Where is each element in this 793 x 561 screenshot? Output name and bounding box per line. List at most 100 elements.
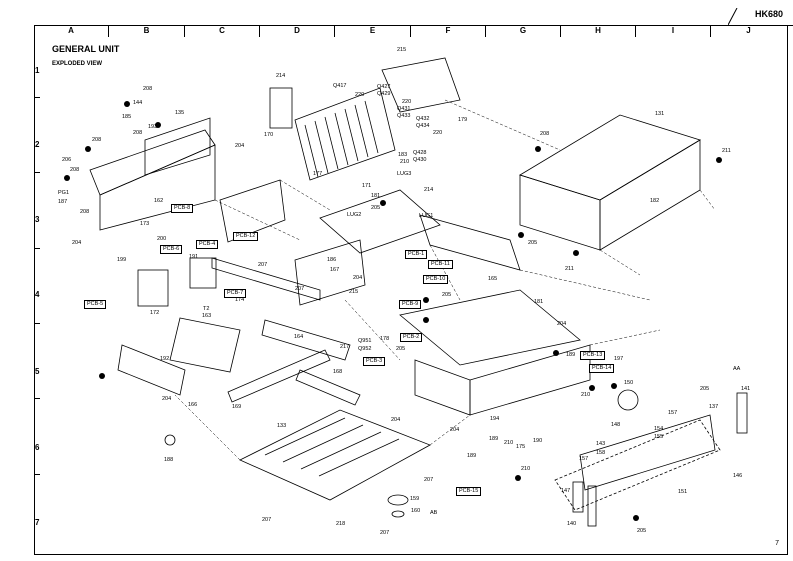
part-label: 205 — [442, 292, 452, 298]
part-label: Q428 — [413, 150, 427, 156]
part-label: 214 — [276, 73, 286, 79]
part-label: 166 — [188, 402, 198, 408]
row-divider-tick — [34, 248, 40, 249]
part-label: 205 — [637, 528, 647, 534]
rail-164 — [261, 319, 351, 361]
part-label: 179 — [458, 117, 468, 123]
part-label: 177 — [313, 171, 323, 177]
part-label: 175 — [516, 444, 526, 450]
pcb-label: PCB-9 — [399, 300, 422, 309]
part-label: 181 — [534, 299, 544, 305]
part-label: 204 — [353, 275, 363, 281]
part-label: 140 — [567, 521, 577, 527]
grid-row-label: 7 — [35, 518, 40, 527]
reference-marker — [99, 373, 105, 379]
part-label: 141 — [741, 386, 751, 392]
bottom-plate-shape — [239, 409, 431, 501]
part-label: 185 — [122, 114, 132, 120]
part-label: Q952 — [358, 346, 372, 352]
part-label: 205 — [528, 240, 538, 246]
part-label: 210 — [400, 159, 410, 165]
part-label: 150 — [624, 380, 634, 386]
reference-marker — [573, 250, 579, 256]
part-label: 170 — [264, 132, 274, 138]
grid-column-label: G — [486, 25, 561, 37]
grid-column-label: J — [746, 26, 751, 35]
pcb-label: PCB-12 — [233, 232, 259, 241]
part-label: 204 — [557, 321, 567, 327]
part-label: 147 — [561, 488, 571, 494]
part-label: 148 — [611, 422, 621, 428]
part-label: Q430 — [413, 157, 427, 163]
pcb-label: PCB-15 — [456, 487, 482, 496]
heat-sink-shape — [294, 87, 396, 181]
part-label: 200 — [157, 236, 167, 242]
foot-159-shape — [387, 494, 409, 506]
part-label: 131 — [655, 111, 665, 117]
part-label: 220 — [355, 92, 365, 98]
part-label: 164 — [294, 334, 304, 340]
part-label: 157 — [668, 410, 678, 416]
part-label: 167 — [330, 267, 340, 273]
part-label: Q951 — [358, 338, 372, 344]
pcb-label: PCB-7 — [224, 289, 247, 298]
part-label: 207 — [258, 262, 268, 268]
part-label: 137 — [709, 404, 719, 410]
part-label: 205 — [700, 386, 710, 392]
part-label: 220 — [433, 130, 443, 136]
part-label: 186 — [327, 257, 337, 263]
reference-marker — [535, 146, 541, 152]
part-label: T2 — [203, 306, 210, 312]
top-cover-front — [519, 174, 601, 251]
grid-column-label: I — [636, 25, 711, 37]
part-label: 193 — [148, 124, 158, 130]
part-label: 204 — [162, 396, 172, 402]
part-label: 210 — [581, 392, 591, 398]
part-label: LUG2 — [347, 212, 362, 218]
rail-174 — [211, 257, 321, 301]
part-label: 135 — [175, 110, 185, 116]
part-label: 192 — [160, 356, 170, 362]
reference-marker — [611, 383, 617, 389]
grid-column-label: B — [109, 25, 185, 37]
reference-marker — [515, 475, 521, 481]
part-label: 154 — [654, 426, 664, 432]
part-label: LUG1 — [419, 213, 434, 219]
row-divider-tick — [34, 172, 40, 173]
pcb-label: PCB-11 — [428, 260, 453, 269]
part-label: 207 — [262, 517, 272, 523]
part-label: Q434 — [416, 123, 430, 129]
bracket-170-shape — [269, 87, 293, 129]
part-label: 210 — [521, 466, 531, 472]
grid-row-label: 2 — [35, 140, 40, 149]
part-label: 205 — [371, 205, 381, 211]
part-label: 207 — [295, 286, 305, 292]
reference-marker — [633, 515, 639, 521]
part-label: Q429 — [377, 91, 391, 97]
grid-column-label: H — [561, 25, 636, 37]
pcb-label: PCB-8 — [171, 204, 194, 213]
model-number: HK680 — [754, 9, 783, 19]
grid-row-label: 6 — [35, 443, 40, 452]
part-label: 178 — [380, 336, 390, 342]
part-label: 158 — [596, 450, 606, 456]
row-divider-tick — [34, 474, 40, 475]
main-chassis-front — [469, 344, 591, 416]
part-label: 218 — [336, 521, 346, 527]
grid-row-label: 3 — [35, 215, 40, 224]
reference-marker — [716, 157, 722, 163]
part-label: 159 — [410, 496, 420, 502]
part-label: 208 — [80, 209, 90, 215]
pcb-12-shape — [219, 179, 286, 243]
grid-row-label: 1 — [35, 66, 40, 75]
rail-167 — [294, 239, 366, 306]
part-label: 183 — [398, 152, 408, 158]
part-label: 165 — [488, 276, 498, 282]
bottom-bracket — [169, 317, 241, 373]
grid-column-label: A — [34, 25, 109, 37]
reference-marker — [553, 350, 559, 356]
part-label: 182 — [650, 198, 660, 204]
part-label: 220 — [402, 99, 412, 105]
part-label: 208 — [133, 130, 143, 136]
